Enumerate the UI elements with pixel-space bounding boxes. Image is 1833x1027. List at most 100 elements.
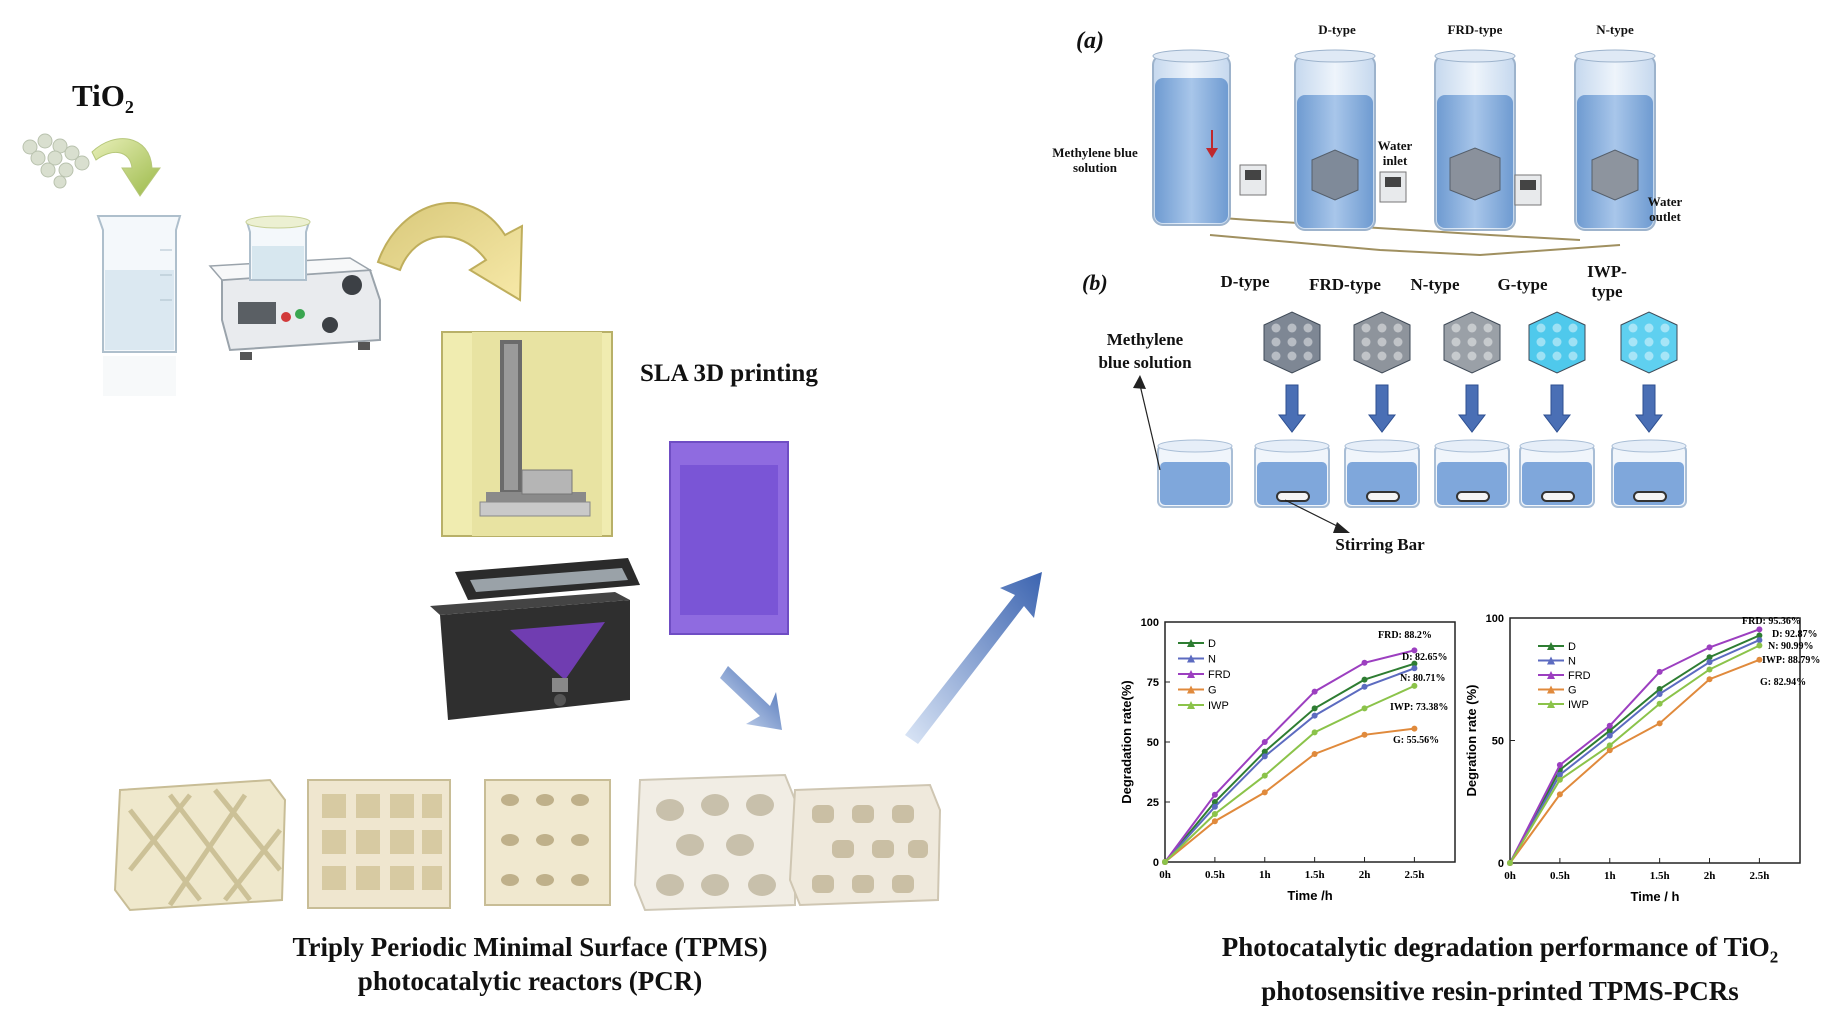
panel-b-stirring-bar: Stirring Bar xyxy=(1335,535,1425,554)
beaker-b-2 xyxy=(1344,439,1420,508)
chart-frame xyxy=(1509,617,1801,864)
annotation-label: FRD: 95.36% xyxy=(1742,616,1801,627)
series-line-FRD xyxy=(1164,649,1415,863)
annotation-label: N: 80.71% xyxy=(1400,673,1446,684)
down-arrow-icon xyxy=(1367,384,1397,433)
data-point-G xyxy=(1756,656,1763,663)
data-point-IWP xyxy=(1656,700,1663,707)
series-line-D xyxy=(1164,662,1415,863)
left-caption-line1: Triply Periodic Minimal Surface (TPMS) xyxy=(292,932,768,962)
beaker-b-1 xyxy=(1254,439,1330,508)
tio2-label: TiO2 xyxy=(72,78,134,118)
legend-label-D: D xyxy=(1208,638,1216,650)
y-tick-label: 50 xyxy=(1147,737,1159,749)
panel-b-setup xyxy=(1133,311,1687,533)
data-point-N xyxy=(1311,712,1318,719)
data-point-FRD xyxy=(1411,647,1418,654)
data-point-N xyxy=(1756,637,1763,644)
legend-label-G: G xyxy=(1568,685,1577,697)
data-point-IWP xyxy=(1411,682,1418,689)
panel-b-type-n: N-type xyxy=(1410,275,1460,294)
tpms-structure-2 xyxy=(1353,311,1411,374)
data-point-IWP xyxy=(1162,859,1168,865)
data-point-D xyxy=(1606,727,1613,734)
y-tick-label: 0 xyxy=(1153,857,1159,869)
tpms-sample-5 xyxy=(788,783,942,907)
tio2-particles xyxy=(22,133,90,189)
data-point-N xyxy=(1211,803,1218,810)
tpms-structure-3 xyxy=(1443,311,1501,374)
x-tick-label: 0.5h xyxy=(1550,870,1570,882)
data-point-D xyxy=(1211,799,1218,805)
legend-marker-FRD xyxy=(1547,671,1555,679)
stirring-bar-icon xyxy=(1366,491,1400,502)
data-point-G xyxy=(1211,818,1218,825)
panel-a-setup xyxy=(1152,49,1656,257)
data-point-G xyxy=(1311,751,1318,757)
tank-d xyxy=(1294,49,1376,231)
data-point-IWP xyxy=(1211,811,1218,817)
data-point-IWP xyxy=(1261,772,1268,779)
down-arrow-icon xyxy=(1634,384,1664,433)
green-curved-arrow xyxy=(91,138,161,197)
beaker-b-5 xyxy=(1611,439,1687,508)
series-line-D xyxy=(1509,634,1760,864)
x-tick-label: 1.5h xyxy=(1305,869,1325,881)
data-point-G xyxy=(1261,789,1268,796)
legend-marker-N xyxy=(1547,656,1555,665)
tpms-structure-1 xyxy=(1263,311,1321,374)
legend-marker-D xyxy=(1187,639,1195,647)
y-tick-label: 50 xyxy=(1492,736,1504,748)
legend-marker-IWP xyxy=(1187,701,1195,709)
beaker-b-3 xyxy=(1434,439,1510,508)
x-tick-label: 1h xyxy=(1259,869,1271,881)
series-line-FRD xyxy=(1509,628,1760,864)
data-point-IWP xyxy=(1706,666,1713,673)
series-line-IWP xyxy=(1164,684,1415,863)
data-point-IWP xyxy=(1507,860,1513,866)
stirring-bar-icon xyxy=(1456,491,1490,502)
down-arrow-icon xyxy=(1277,384,1307,433)
legend-label-FRD: FRD xyxy=(1568,670,1591,682)
data-point-G xyxy=(1411,725,1418,732)
x-tick-label: 0h xyxy=(1159,869,1171,881)
data-point-FRD xyxy=(1606,722,1613,729)
annotation-label: IWP: 88.79% xyxy=(1762,655,1820,666)
data-point-FRD xyxy=(1706,644,1713,651)
x-tick-label: 1.5h xyxy=(1650,870,1670,882)
magnetic-stirrer xyxy=(208,215,381,360)
y-axis-label: Degration rate (%) xyxy=(1464,685,1479,797)
sla-printer xyxy=(430,331,640,720)
data-point-D xyxy=(1656,686,1663,693)
series-line-G xyxy=(1164,727,1415,863)
legend-label-IWP: IWP xyxy=(1568,699,1589,711)
data-point-FRD xyxy=(1656,668,1663,675)
small-blue-arrow xyxy=(720,666,782,730)
yellow-curved-arrow xyxy=(376,201,524,302)
data-point-N xyxy=(1606,732,1613,739)
data-point-IWP xyxy=(1756,642,1763,649)
right-caption: Photocatalytic degradation performance o… xyxy=(1180,930,1820,1008)
x-tick-label: 2.5h xyxy=(1749,870,1769,882)
annotation-label: IWP: 73.38% xyxy=(1390,702,1448,713)
data-point-IWP xyxy=(1361,705,1368,712)
x-axis-label: Time /h xyxy=(1287,888,1332,903)
stirring-bar-icon xyxy=(1541,491,1575,502)
beaker xyxy=(96,215,182,396)
data-point-D xyxy=(1261,748,1268,755)
legend-marker-N xyxy=(1187,654,1195,663)
legend-marker-IWP xyxy=(1547,700,1555,708)
y-tick-label: 100 xyxy=(1486,613,1504,625)
annotation-label: G: 82.94% xyxy=(1760,677,1806,688)
data-point-FRD xyxy=(1211,791,1218,798)
x-axis-label: Time / h xyxy=(1631,889,1680,904)
legend-marker-G xyxy=(1187,685,1195,694)
right-caption-line2: photosensitive resin-printed TPMS-PCRs xyxy=(1261,976,1739,1007)
data-point-G xyxy=(1606,747,1613,754)
down-arrow-icon xyxy=(1457,384,1487,433)
